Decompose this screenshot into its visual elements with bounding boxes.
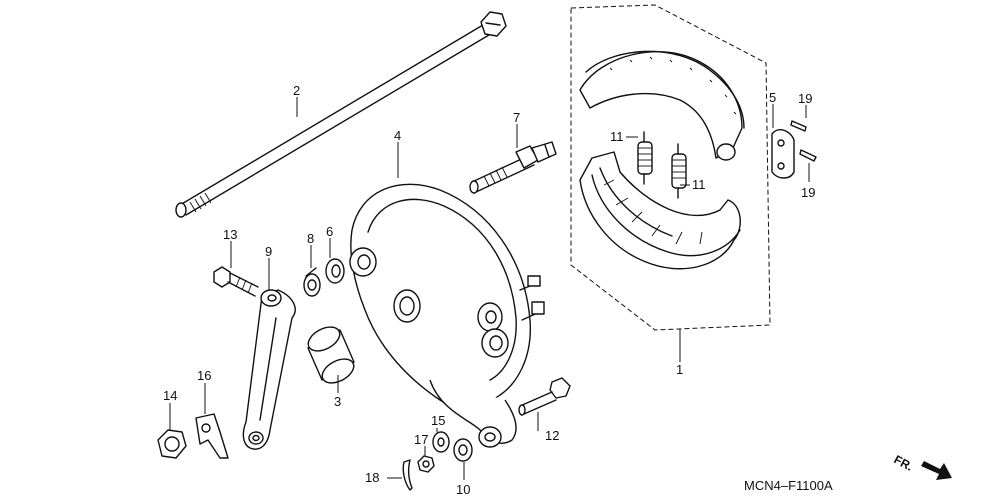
callout-14: 14 [163,388,177,403]
cotter-pin-part-18 [402,459,413,491]
leader-lines [169,97,810,480]
callout-12: 12 [545,428,559,443]
callout-6: 6 [326,224,333,239]
callout-8: 8 [307,231,314,246]
clip-part-19-lower [799,149,817,162]
callout-2: 2 [293,83,300,98]
nut-part-17 [417,455,435,473]
rear-axle-part-2 [175,11,507,218]
callout-13: 13 [223,227,237,242]
callout-15: 15 [431,413,445,428]
callout-7: 7 [513,110,520,125]
collar-part-3 [307,326,355,384]
nut-part-14 [157,429,187,459]
callout-19b: 19 [801,185,815,200]
brake-panel-part-4 [349,183,545,448]
callout-5: 5 [769,90,776,105]
spring-part-11-left [637,131,653,185]
adjuster-bolt-part-7 [469,141,557,194]
callout-18: 18 [365,470,379,485]
callout-16: 16 [197,368,211,383]
wear-indicator-part-8 [303,267,321,297]
plate-part-16 [195,413,229,459]
callout-9: 9 [265,244,272,259]
callout-3: 3 [334,394,341,409]
dust-seal-part-6 [325,258,345,284]
callout-10: 10 [456,482,470,497]
brake-arm-part-9 [242,289,296,450]
brake-shoe-set-part-1 [570,4,771,331]
callout-11b: 11 [692,177,706,192]
spring-part-11-right [671,143,687,199]
clip-part-19-upper [790,120,807,132]
anchor-plate-part-5 [771,129,795,179]
front-direction-label: FR. [892,452,916,473]
callout-4: 4 [394,128,401,143]
callout-labels: 1 2 3 4 5 6 7 8 9 10 11 11 12 13 14 15 1… [163,83,815,497]
diagram-code: MCN4–F1100A [744,478,833,493]
callout-19a: 19 [798,91,812,106]
front-direction-arrow [921,461,952,480]
bolt-part-13 [213,266,259,297]
callout-11a: 11 [610,129,624,144]
washer-part-15 [432,431,450,453]
callout-1: 1 [676,362,683,377]
callout-17: 17 [414,432,428,447]
bolt-part-12 [518,377,571,416]
washer-part-10 [453,438,473,462]
